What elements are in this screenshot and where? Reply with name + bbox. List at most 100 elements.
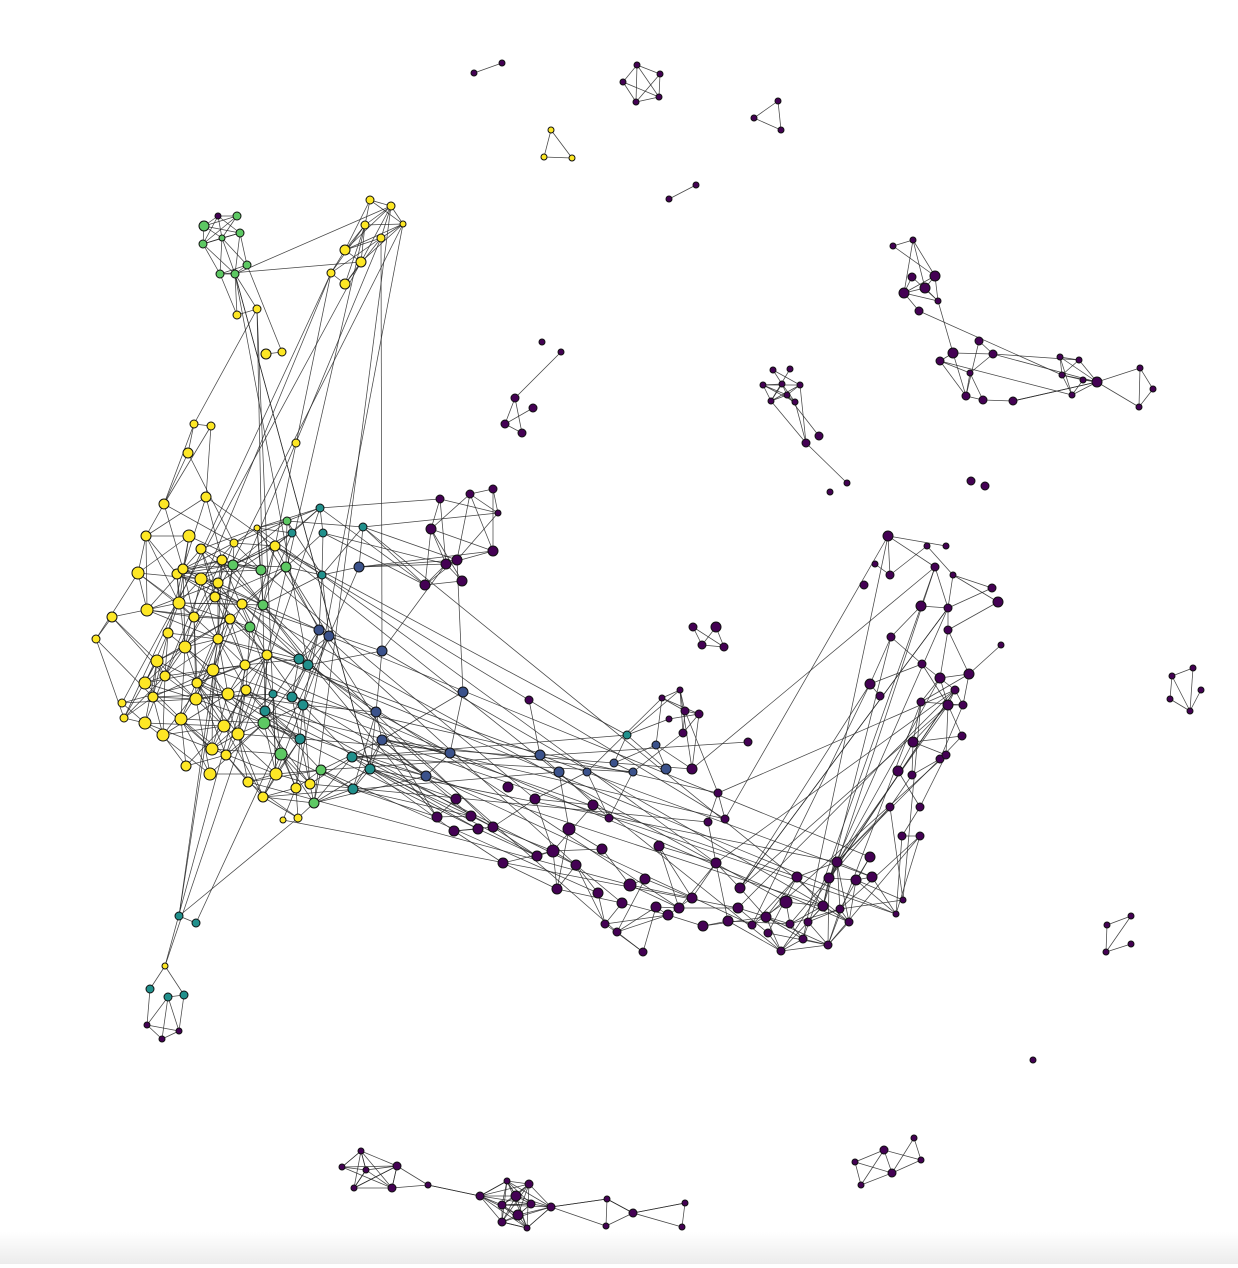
graph-edge — [222, 238, 235, 274]
graph-node — [339, 1164, 345, 1170]
graph-node — [527, 1200, 535, 1208]
graph-edge — [754, 101, 778, 118]
graph-node — [148, 692, 158, 702]
graph-node — [221, 750, 231, 760]
graph-node — [666, 716, 672, 722]
graph-edge — [431, 529, 446, 564]
graph-edge — [790, 909, 840, 924]
graph-node — [858, 1182, 864, 1188]
graph-edge — [392, 1185, 428, 1188]
graph-node — [872, 561, 878, 567]
graph-node — [824, 941, 832, 949]
graph-node — [682, 1200, 688, 1206]
graph-edge — [828, 836, 920, 945]
graph-edge — [179, 995, 184, 1031]
graph-node — [1009, 397, 1017, 405]
graph-edge — [1106, 925, 1107, 952]
graph-edge — [1140, 368, 1153, 389]
graph-node — [659, 695, 665, 701]
graph-node — [908, 771, 916, 779]
graph-node — [748, 921, 756, 929]
graph-node — [962, 392, 970, 400]
graph-node — [303, 660, 313, 670]
graph-edge — [913, 240, 925, 288]
graph-node — [141, 604, 153, 616]
graph-edge — [220, 274, 237, 315]
graph-node — [657, 71, 663, 77]
graph-node — [552, 884, 562, 894]
graph-node — [314, 625, 324, 635]
graph-node — [711, 858, 721, 868]
graph-node — [979, 396, 987, 404]
graph-edge — [935, 567, 948, 608]
graph-node — [911, 1135, 917, 1141]
graph-node — [241, 685, 251, 695]
graph-node — [388, 1184, 396, 1192]
graph-node — [359, 523, 367, 531]
graph-node — [458, 687, 468, 697]
graph-edge — [953, 575, 992, 588]
graph-edge — [888, 536, 890, 575]
graph-node — [989, 350, 997, 358]
graph-node — [629, 768, 637, 776]
graph-node — [633, 99, 639, 105]
graph-node — [784, 392, 790, 398]
graph-node — [466, 490, 474, 498]
graph-edge — [322, 533, 323, 575]
graph-node — [518, 429, 526, 437]
graph-edge — [359, 527, 363, 567]
graph-edge — [220, 262, 361, 274]
graph-node — [498, 858, 508, 868]
graph-node — [183, 448, 193, 458]
graph-node — [176, 1028, 182, 1034]
graph-node — [371, 707, 381, 717]
graph-node — [845, 918, 853, 926]
graph-node — [261, 349, 271, 359]
graph-node — [541, 154, 547, 160]
graph-node — [547, 1203, 555, 1211]
graph-node — [917, 698, 925, 706]
graph-node — [548, 127, 554, 133]
graph-node — [569, 155, 575, 161]
graph-edges — [96, 63, 1201, 1228]
graph-node — [689, 623, 697, 631]
graph-edge — [948, 602, 998, 630]
graph-edge — [656, 698, 662, 745]
graph-node — [844, 480, 850, 486]
graph-node — [778, 127, 784, 133]
graph-node — [432, 812, 442, 822]
graph-node — [959, 701, 967, 709]
graph-node — [175, 713, 187, 725]
graph-node — [1128, 941, 1134, 947]
graph-node — [583, 768, 591, 776]
graph-edge — [983, 400, 1013, 401]
graph-edge — [692, 863, 716, 898]
graph-edge — [222, 238, 247, 265]
graph-node — [1187, 708, 1193, 714]
graph-node — [400, 221, 406, 227]
graph-node — [571, 860, 581, 870]
graph-node — [998, 642, 1004, 648]
graph-node — [201, 492, 211, 502]
graph-edge — [179, 818, 298, 916]
graph-edge — [840, 900, 903, 909]
graph-node — [141, 531, 151, 541]
graph-edge — [185, 619, 230, 647]
graph-edge — [323, 533, 425, 585]
graph-edge — [440, 499, 498, 513]
graph-node — [786, 920, 794, 928]
graph-edge — [480, 1181, 507, 1196]
graph-node — [723, 916, 733, 926]
graph-edge — [692, 714, 699, 769]
graph-node — [1103, 949, 1109, 955]
graph-node — [525, 696, 533, 704]
graph-node — [107, 612, 117, 622]
graph-node — [206, 743, 218, 755]
graph-node — [935, 673, 945, 683]
graph-edge — [376, 651, 382, 712]
graph-edge — [203, 244, 235, 274]
graph-node — [451, 794, 461, 804]
graph-node — [309, 798, 319, 808]
graph-node — [768, 398, 774, 404]
graph-node — [258, 717, 270, 729]
